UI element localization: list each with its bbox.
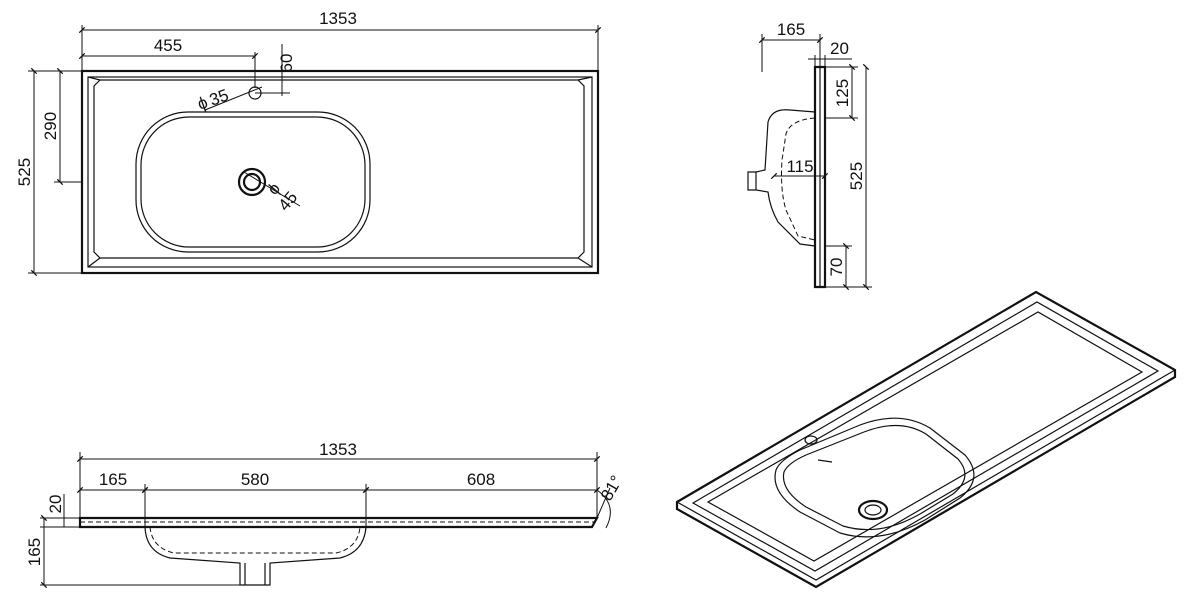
dim-total-height: 165 <box>25 538 44 566</box>
isometric-view <box>675 290 1177 589</box>
dim-overall-width-front: 1353 <box>319 440 357 459</box>
top-view-shelf <box>93 79 585 259</box>
dim-tap-hole-diameter: 35 <box>207 85 231 109</box>
dim-bowl-depth: 115 <box>786 157 813 176</box>
top-view-shelf-bevel <box>87 76 593 268</box>
iso-tap-hole <box>804 435 818 445</box>
top-view-bowl-outer <box>135 111 371 253</box>
front-view-bowl <box>144 526 367 586</box>
side-view-bowl-hidden <box>781 117 816 241</box>
top-view: 1353 455 60 ϕ 35 ϕ 45 525 290 <box>15 9 602 277</box>
dim-front-margin: 70 <box>827 258 846 277</box>
top-view-bowl-inner <box>140 116 366 248</box>
dim-slab-thickness-front: 20 <box>46 495 65 514</box>
dim-bowl-offset: 455 <box>154 36 182 55</box>
front-view-bowl-hidden <box>149 526 361 554</box>
iso-bowl-inner <box>782 424 966 531</box>
dim-rear-margin: 125 <box>833 79 852 107</box>
iso-top-edge <box>676 369 1176 581</box>
side-view-bowl-profile <box>755 109 816 247</box>
dim-overall-depth-top: 525 <box>15 158 34 186</box>
angle-arc <box>596 489 611 529</box>
dim-edge-angle: 81° <box>597 472 626 504</box>
dim-left-margin: 165 <box>99 470 127 489</box>
dim-tap-hole-offset: 60 <box>277 54 296 73</box>
drain-outer <box>237 167 267 197</box>
top-view-outline <box>80 69 600 275</box>
dim-drain-offset: 290 <box>41 112 60 140</box>
dim-right-margin: 608 <box>467 470 495 489</box>
dim-slab-thickness-side: 20 <box>830 39 849 58</box>
iso-drain-inner <box>864 504 882 516</box>
iso-bowl-outer <box>774 417 975 538</box>
dim-overall-depth-side: 525 <box>847 162 866 190</box>
side-view: 165 20 125 115 525 70 <box>747 20 872 291</box>
iso-inner-rim <box>691 301 1160 572</box>
iso-drain-outer <box>857 499 889 521</box>
iso-shelf <box>706 311 1144 562</box>
dim-overall-width-top: 1353 <box>319 9 357 28</box>
dim-bowl-width: 580 <box>241 470 269 489</box>
top-view-inner-rim <box>87 76 593 268</box>
front-view-slab <box>78 516 599 529</box>
front-view: 1353 165 580 608 20 165 81° <box>25 440 626 589</box>
dim-bowl-projection: 165 <box>777 20 805 39</box>
side-view-drain <box>747 171 756 191</box>
iso-outline <box>675 290 1177 589</box>
